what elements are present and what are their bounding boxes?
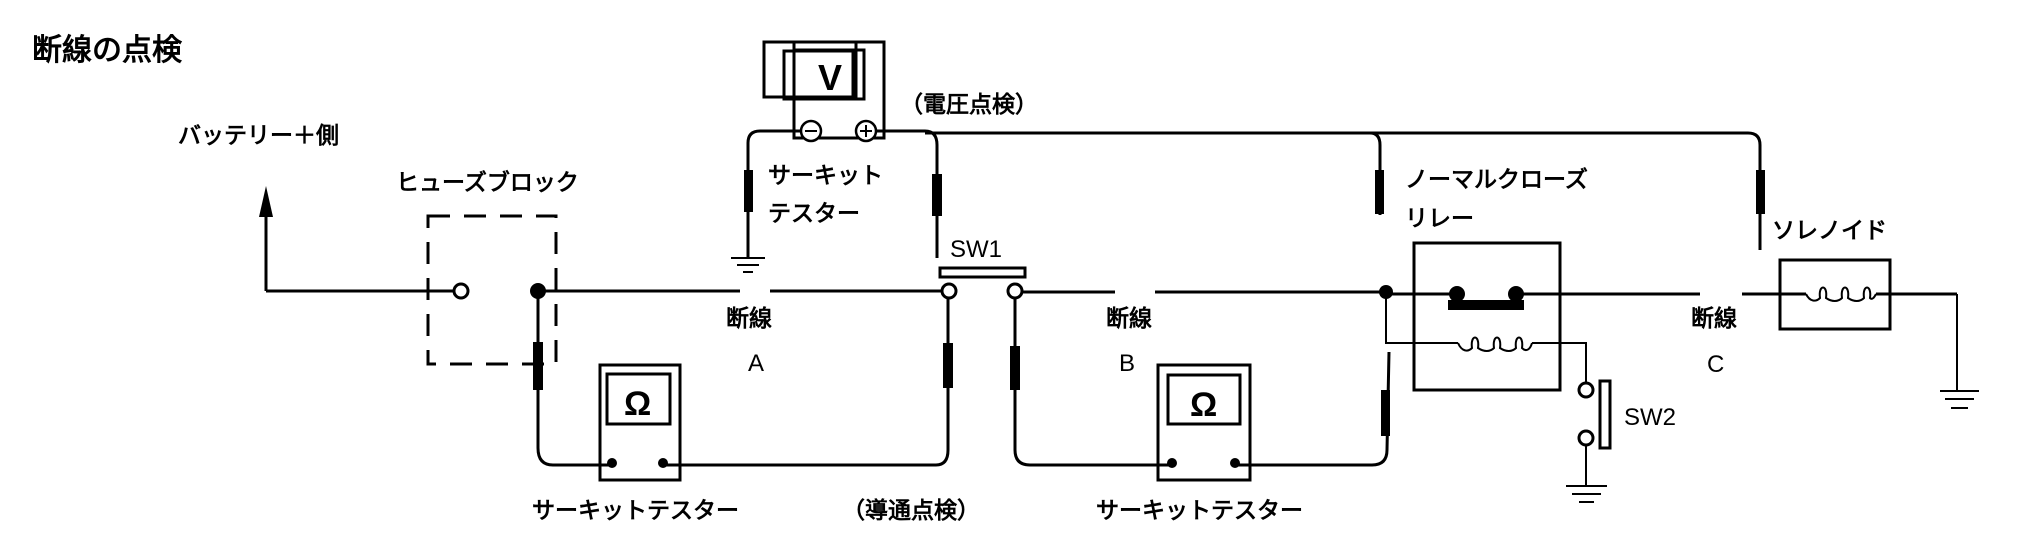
- break-c-label: C: [1707, 351, 1724, 378]
- solenoid-label: ソレノイド: [1772, 218, 1887, 244]
- voltmeter-plus-lead-solenoid: [1370, 131, 1762, 250]
- ohmmeter-2-symbol: Ω: [1190, 386, 1217, 424]
- fuse-block-label: ヒューズブロック: [396, 169, 579, 196]
- ground-icon-sw2: [1566, 485, 1607, 503]
- break-c-word: 断線: [1691, 305, 1737, 332]
- plus-terminal-icon: [854, 119, 878, 143]
- page-title: 断線の点検: [32, 33, 183, 68]
- ohmmeter-2-display: [1166, 373, 1242, 426]
- wire-coil-feed: [1385, 292, 1458, 344]
- relay-contact-left: [1449, 286, 1465, 302]
- sw1-terminal-right: [1006, 282, 1024, 300]
- ohmmeter-2-right-lead: [1235, 351, 1391, 467]
- voltmeter-case: [792, 40, 886, 140]
- ground-icon-voltmeter: [731, 257, 765, 273]
- sw2-terminal-bottom: [1577, 429, 1595, 447]
- ohmmeter-1-right-lead: [663, 298, 950, 467]
- ground-icon-solenoid: [1940, 390, 1979, 409]
- probe-ohmmeter-1-right: [943, 343, 953, 388]
- probe-voltmeter-minus: [744, 170, 753, 212]
- probe-voltmeter-plus-sw1: [932, 174, 942, 216]
- voltmeter-tester-label-line2: テスター: [768, 201, 860, 227]
- ohmmeter-2-case: [1156, 363, 1252, 482]
- ohmmeter-1-display: [605, 372, 672, 426]
- minus-terminal-icon: [799, 119, 823, 143]
- sw1-label: SW1: [950, 236, 1002, 263]
- voltage-check-label: （電圧点検）: [900, 91, 1038, 118]
- voltmeter-plus-lead-relay: [925, 131, 1382, 215]
- sw1-actuator: [938, 266, 1027, 279]
- probe-ohmmeter-2-right: [1381, 390, 1390, 436]
- probe-voltmeter-plus-relay: [1375, 170, 1384, 214]
- relay-label-line1: ノーマルクローズ: [1405, 166, 1588, 193]
- relay-label-line2: リレー: [1405, 206, 1474, 232]
- ohmmeter-1-label: サーキットテスター: [532, 498, 739, 524]
- sw1-terminal-left: [940, 282, 958, 300]
- ohmmeter-2-left-lead: [1013, 298, 1172, 467]
- voltmeter-symbol: V: [818, 57, 842, 98]
- fuse-input-terminal: [452, 282, 470, 300]
- battery-plus-label: バッテリー＋側: [178, 123, 339, 149]
- sw2-actuator: [1598, 379, 1612, 450]
- solenoid-coil-icon: [1805, 286, 1877, 302]
- probe-ohmmeter-1-left: [533, 342, 543, 390]
- probe-ohmmeter-2-left: [1010, 346, 1020, 390]
- continuity-check-label: （導通点検）: [842, 497, 980, 524]
- battery-arrow-icon: [259, 186, 273, 291]
- ohmmeter-2-label: サーキットテスター: [1096, 498, 1303, 524]
- wire-coil-to-sw2: [1532, 342, 1587, 384]
- relay-box: [1412, 241, 1562, 392]
- sw2-label: SW2: [1624, 404, 1676, 431]
- break-a-word: 断線: [726, 305, 772, 332]
- probe-voltmeter-plus-solenoid: [1756, 170, 1765, 214]
- ohmmeter-1-symbol: Ω: [624, 385, 651, 423]
- voltmeter-minus-lead: [746, 129, 801, 258]
- sw2-terminal-top: [1577, 381, 1595, 399]
- break-b-word: 断線: [1106, 305, 1152, 332]
- relay-coil-icon: [1457, 336, 1533, 352]
- ohmmeter-1-left-lead: [536, 291, 612, 467]
- relay-contact-bar: [1448, 300, 1524, 310]
- ohmmeter-1-case: [598, 363, 682, 482]
- break-a-label: A: [748, 350, 764, 377]
- voltmeter-plus-lead-sw1: [876, 129, 939, 258]
- voltmeter-tester-label-line1: サーキット: [768, 163, 883, 189]
- break-b-label: B: [1119, 350, 1135, 377]
